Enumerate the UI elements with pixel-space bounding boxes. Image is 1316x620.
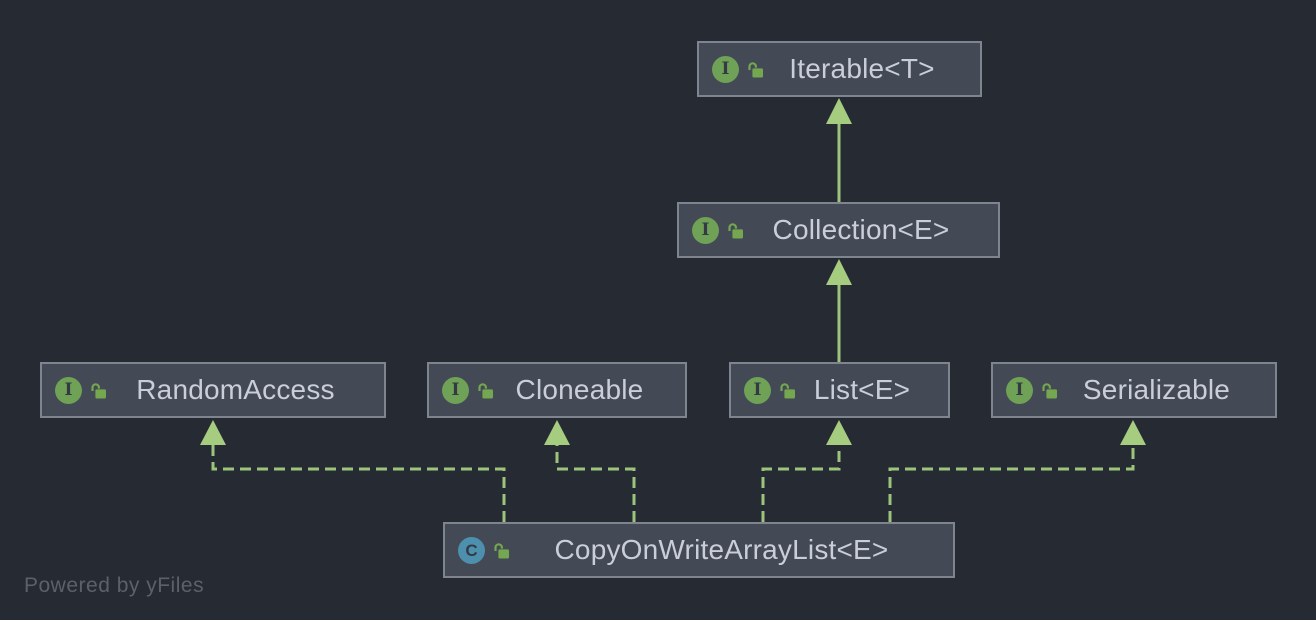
yfiles-watermark: Powered by yFiles xyxy=(24,574,205,597)
interface-icon-letter: I xyxy=(1015,379,1024,400)
public-lock-icon xyxy=(779,382,796,399)
node-cloneable[interactable]: I Cloneable xyxy=(427,362,687,418)
node-label: CopyOnWriteArrayList<E> xyxy=(554,534,889,565)
arrowhead-icon xyxy=(826,98,852,124)
node-list[interactable]: I List<E> xyxy=(729,362,950,418)
node-serializable[interactable]: I Serializable xyxy=(991,362,1277,418)
node-label: Collection<E> xyxy=(772,214,950,245)
public-lock-icon xyxy=(727,222,744,239)
interface-icon-letter: I xyxy=(451,379,460,400)
node-label: List<E> xyxy=(813,374,911,405)
node-label: RandomAccess xyxy=(136,374,335,405)
edge-cowal-implements-cloneable[interactable] xyxy=(544,420,636,522)
public-lock-icon xyxy=(1041,382,1058,399)
interface-icon-letter: I xyxy=(753,379,762,400)
public-lock-icon xyxy=(747,61,764,78)
class-icon: C xyxy=(458,536,485,564)
interface-icon: I xyxy=(692,216,719,244)
node-label: Cloneable xyxy=(515,374,644,405)
interface-icon-letter: I xyxy=(64,379,73,400)
public-lock-icon xyxy=(90,382,107,399)
arrowhead-icon xyxy=(826,420,852,445)
interface-icon: I xyxy=(1006,376,1033,404)
arrowhead-icon xyxy=(826,259,852,285)
edge-cowal-implements-randomaccess[interactable] xyxy=(200,420,506,522)
interface-icon: I xyxy=(744,376,771,404)
interface-icon: I xyxy=(442,376,469,404)
arrowhead-icon xyxy=(200,420,226,445)
class-icon-letter: C xyxy=(465,540,478,560)
node-label: Iterable<T> xyxy=(789,53,935,84)
edge-collection-extends-iterable[interactable] xyxy=(826,98,852,202)
public-lock-icon xyxy=(477,382,494,399)
edge-cowal-implements-serializable[interactable] xyxy=(888,420,1146,522)
node-copy-on-write-array-list[interactable]: C CopyOnWriteArrayList<E> xyxy=(443,522,955,578)
interface-icon: I xyxy=(712,55,739,83)
interface-icon-letter: I xyxy=(721,58,730,79)
interface-icon-letter: I xyxy=(701,219,710,240)
edge-list-extends-collection[interactable] xyxy=(826,259,852,362)
node-iterable[interactable]: I Iterable<T> xyxy=(697,41,982,97)
node-collection[interactable]: I Collection<E> xyxy=(677,202,1000,258)
arrowhead-icon xyxy=(1120,420,1146,445)
interface-icon: I xyxy=(55,376,82,404)
arrowhead-icon xyxy=(544,420,570,445)
node-label: Serializable xyxy=(1082,374,1231,405)
public-lock-icon xyxy=(493,542,510,559)
edge-cowal-implements-list[interactable] xyxy=(761,420,852,522)
node-random-access[interactable]: I RandomAccess xyxy=(40,362,386,418)
